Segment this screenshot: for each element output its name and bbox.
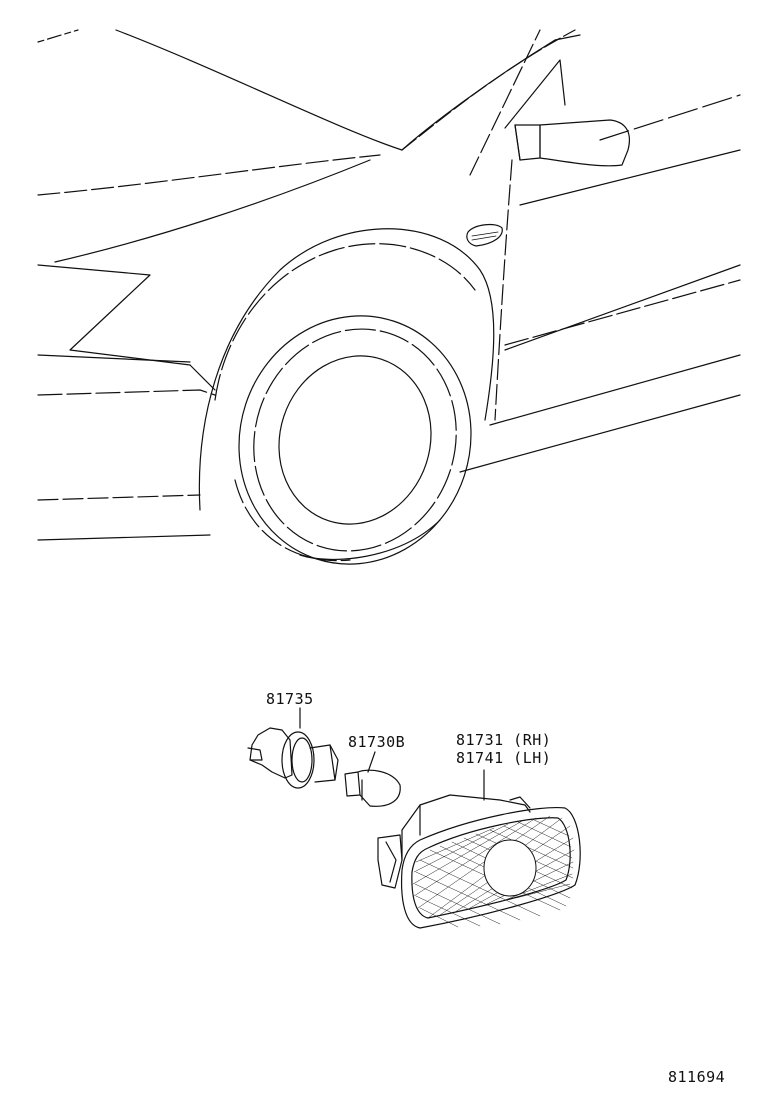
bulb-81730b-drawing xyxy=(344,751,401,807)
diagram-number: 811694 xyxy=(668,1068,726,1086)
socket-part-number: 81735 xyxy=(266,690,314,708)
socket-81735-drawing xyxy=(247,707,339,789)
car-body-illustration xyxy=(37,29,741,565)
bulb-part-number: 81730B xyxy=(348,733,406,751)
side-lamp-81731-81741-drawing xyxy=(377,769,581,929)
lamp-rh-part-number: 81731 (RH) xyxy=(456,731,552,749)
lamp-lh-part-number: 81741 (LH) xyxy=(456,749,552,767)
